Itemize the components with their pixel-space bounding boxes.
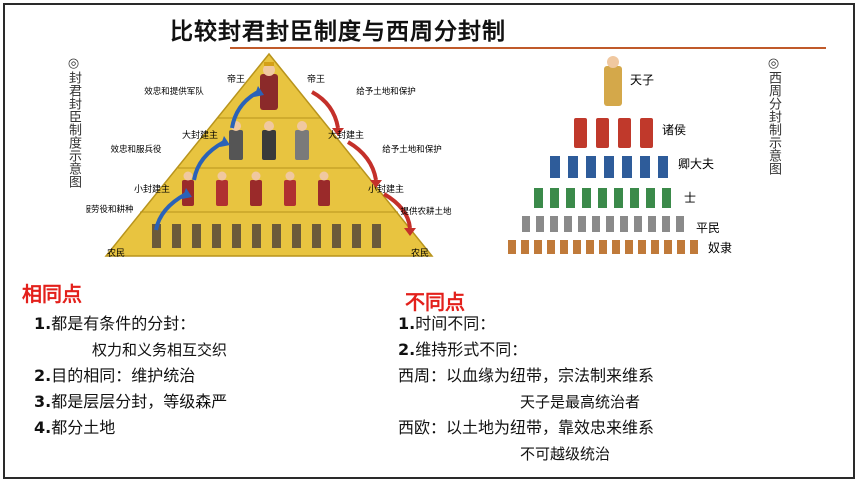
same-item: 1.都是有条件的分封： — [34, 314, 196, 333]
great-lord-figures — [229, 121, 309, 160]
diff-item: 西周：以血缘为纽带，宗法制来维系 — [398, 366, 655, 385]
shi-figures — [534, 188, 671, 208]
up-note: 效忠和提供军队 — [144, 86, 204, 97]
diff-item: 1.时间不同： — [398, 314, 496, 333]
zhou-society-illustration: 天子 诸侯 卿大夫 士 平民 奴隶 — [508, 56, 732, 255]
pyramid-level-label: 农民 — [107, 247, 125, 259]
zhuhou-figures — [574, 118, 653, 148]
diff-item: 天子是最高统治者 — [520, 393, 641, 411]
pyramid-level-label: 小封建主 — [134, 183, 170, 195]
pyramid-level-label: 大封建主 — [328, 129, 364, 141]
arrow-up-1 — [154, 192, 187, 231]
left-caption: ◎封君封臣制度示意图 — [66, 56, 81, 188]
diff-item: 不可越级统治 — [520, 445, 611, 463]
diff-item: 西欧：以土地为纽带，靠效忠来维系 — [398, 418, 655, 437]
same-item: 2.目的相同：维护统治 — [34, 366, 196, 385]
down-note: 给予土地和保护 — [356, 86, 416, 97]
pyramid-level-label: 大封建主 — [182, 129, 218, 141]
tianzi-figure — [604, 56, 622, 106]
diff-item: 2.维持形式不同： — [398, 340, 528, 359]
down-note: 提供农耕土地 — [400, 206, 452, 217]
arrow-down-3 — [382, 192, 412, 229]
society-level-label: 奴隶 — [708, 241, 732, 255]
slide-frame — [3, 3, 855, 479]
society-level-label: 天子 — [630, 73, 654, 87]
arrow-down-1 — [311, 90, 340, 129]
pyramid-level-label: 小封建主 — [368, 183, 404, 195]
right-caption: ◎西周分封制示意图 — [766, 56, 781, 175]
pyramid-level-label: 帝王 — [307, 73, 325, 85]
diff-heading: 不同点 — [405, 290, 465, 314]
arrow-down-2 — [346, 140, 378, 181]
king-figure — [260, 62, 278, 110]
society-level-label: 诸侯 — [662, 123, 686, 137]
title-underline — [230, 47, 826, 49]
society-level-label: 卿大夫 — [678, 157, 714, 171]
pyramid-level-label: 帝王 — [227, 73, 245, 85]
peasant-figures — [152, 224, 381, 248]
nuli-figures — [508, 240, 698, 254]
society-level-label: 平民 — [696, 221, 720, 235]
up-note: 效忠和服兵役 — [110, 144, 162, 155]
same-item: 3.都是层层分封，等级森严 — [34, 392, 228, 411]
qingdafu-figures — [550, 156, 668, 178]
society-level-label: 士 — [684, 191, 696, 205]
arrow-up-2 — [192, 140, 225, 181]
same-item: 权力和义务相互交织 — [92, 341, 228, 359]
down-note: 给予土地和保护 — [382, 144, 442, 155]
same-heading: 相同点 — [22, 282, 82, 306]
feudal-pyramid-illustration: 帝王 帝王 大封建主 大封建主 小封建主 小封建主 农民 农民 效忠和提供军队 … — [86, 52, 452, 259]
pyramid-level-label: 农民 — [411, 247, 429, 259]
arrow-up-3 — [230, 90, 259, 129]
slide-title: 比较封君封臣制度与西周分封制 — [170, 19, 506, 45]
same-item: 4.都分土地 — [34, 418, 116, 437]
pingmin-figures — [522, 216, 684, 232]
up-note: 服劳役和耕种 — [86, 204, 134, 215]
